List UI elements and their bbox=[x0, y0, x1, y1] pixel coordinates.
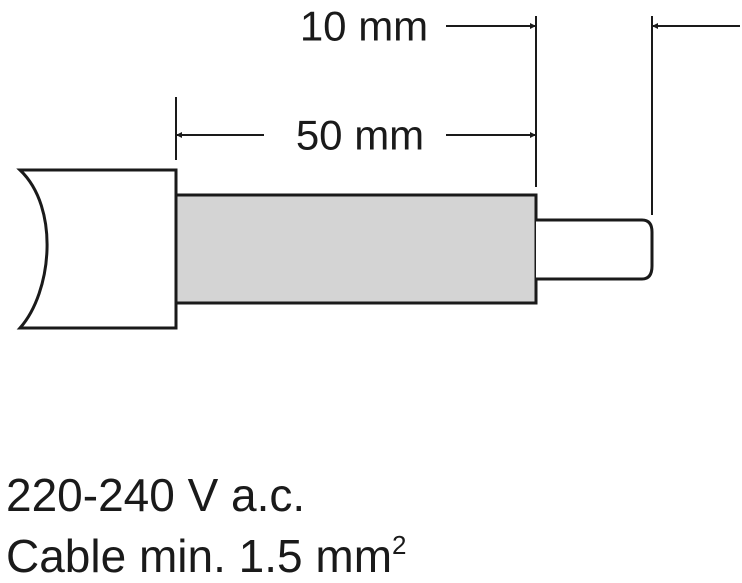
voltage-label: 220-240 V a.c. bbox=[6, 469, 306, 521]
bare-conductor bbox=[536, 218, 654, 281]
cable-spec-text: Cable min. 1.5 mm bbox=[6, 530, 393, 582]
outer-sheath bbox=[16, 168, 178, 330]
cable-spec-superscript: 2 bbox=[392, 530, 407, 560]
cable-spec-label: Cable min. 1.5 mm2 bbox=[6, 530, 407, 582]
inner-insulation bbox=[174, 193, 538, 305]
dimension-label-10mm: 10 mm bbox=[300, 3, 428, 50]
dimension-label-50mm: 50 mm bbox=[296, 112, 424, 159]
